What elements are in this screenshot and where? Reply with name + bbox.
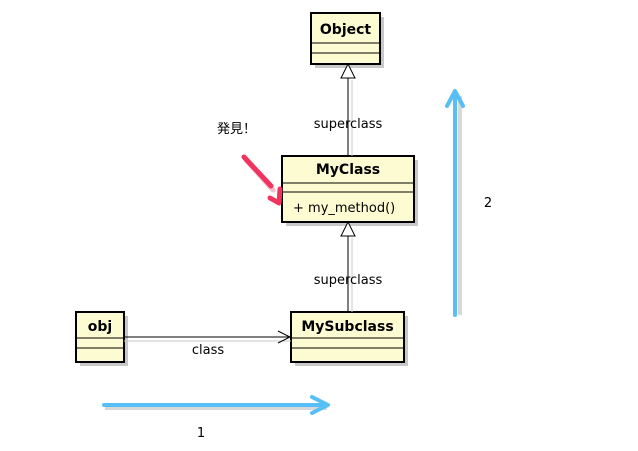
inheritance-triangle-icon: [340, 220, 356, 237]
step-1-label: 1: [197, 426, 205, 441]
superclass-label-lower: superclass: [314, 273, 383, 288]
class-mysubclass-name: MySubclass: [301, 319, 393, 335]
class-obj-name: obj: [88, 319, 112, 335]
class-object-name: Object: [320, 22, 372, 38]
class-mysubclass[interactable]: MySubclass: [290, 311, 408, 366]
class-object[interactable]: Object: [310, 12, 384, 68]
class-myclass[interactable]: MyClass + my_method(): [281, 155, 418, 226]
superclass-label-upper: superclass: [314, 117, 383, 132]
inheritance-triangle-icon: [340, 62, 356, 79]
open-arrowhead-icon: [277, 330, 292, 344]
step-2-label: 2: [484, 196, 492, 211]
class-relation-label: class: [192, 343, 224, 358]
generalization-mysubclass-myclass: [340, 220, 356, 312]
blue-arrow-icon: [102, 395, 330, 415]
pink-arrow-icon: [241, 154, 283, 206]
class-myclass-name: MyClass: [316, 162, 380, 178]
generalization-myclass-object: [340, 62, 356, 156]
found-annotation: 発見！: [217, 122, 256, 137]
blue-arrow-icon: [445, 89, 465, 317]
association-obj-mysubclass: [124, 330, 292, 344]
class-obj[interactable]: obj: [75, 311, 128, 366]
class-myclass-method: + my_method(): [293, 201, 395, 216]
